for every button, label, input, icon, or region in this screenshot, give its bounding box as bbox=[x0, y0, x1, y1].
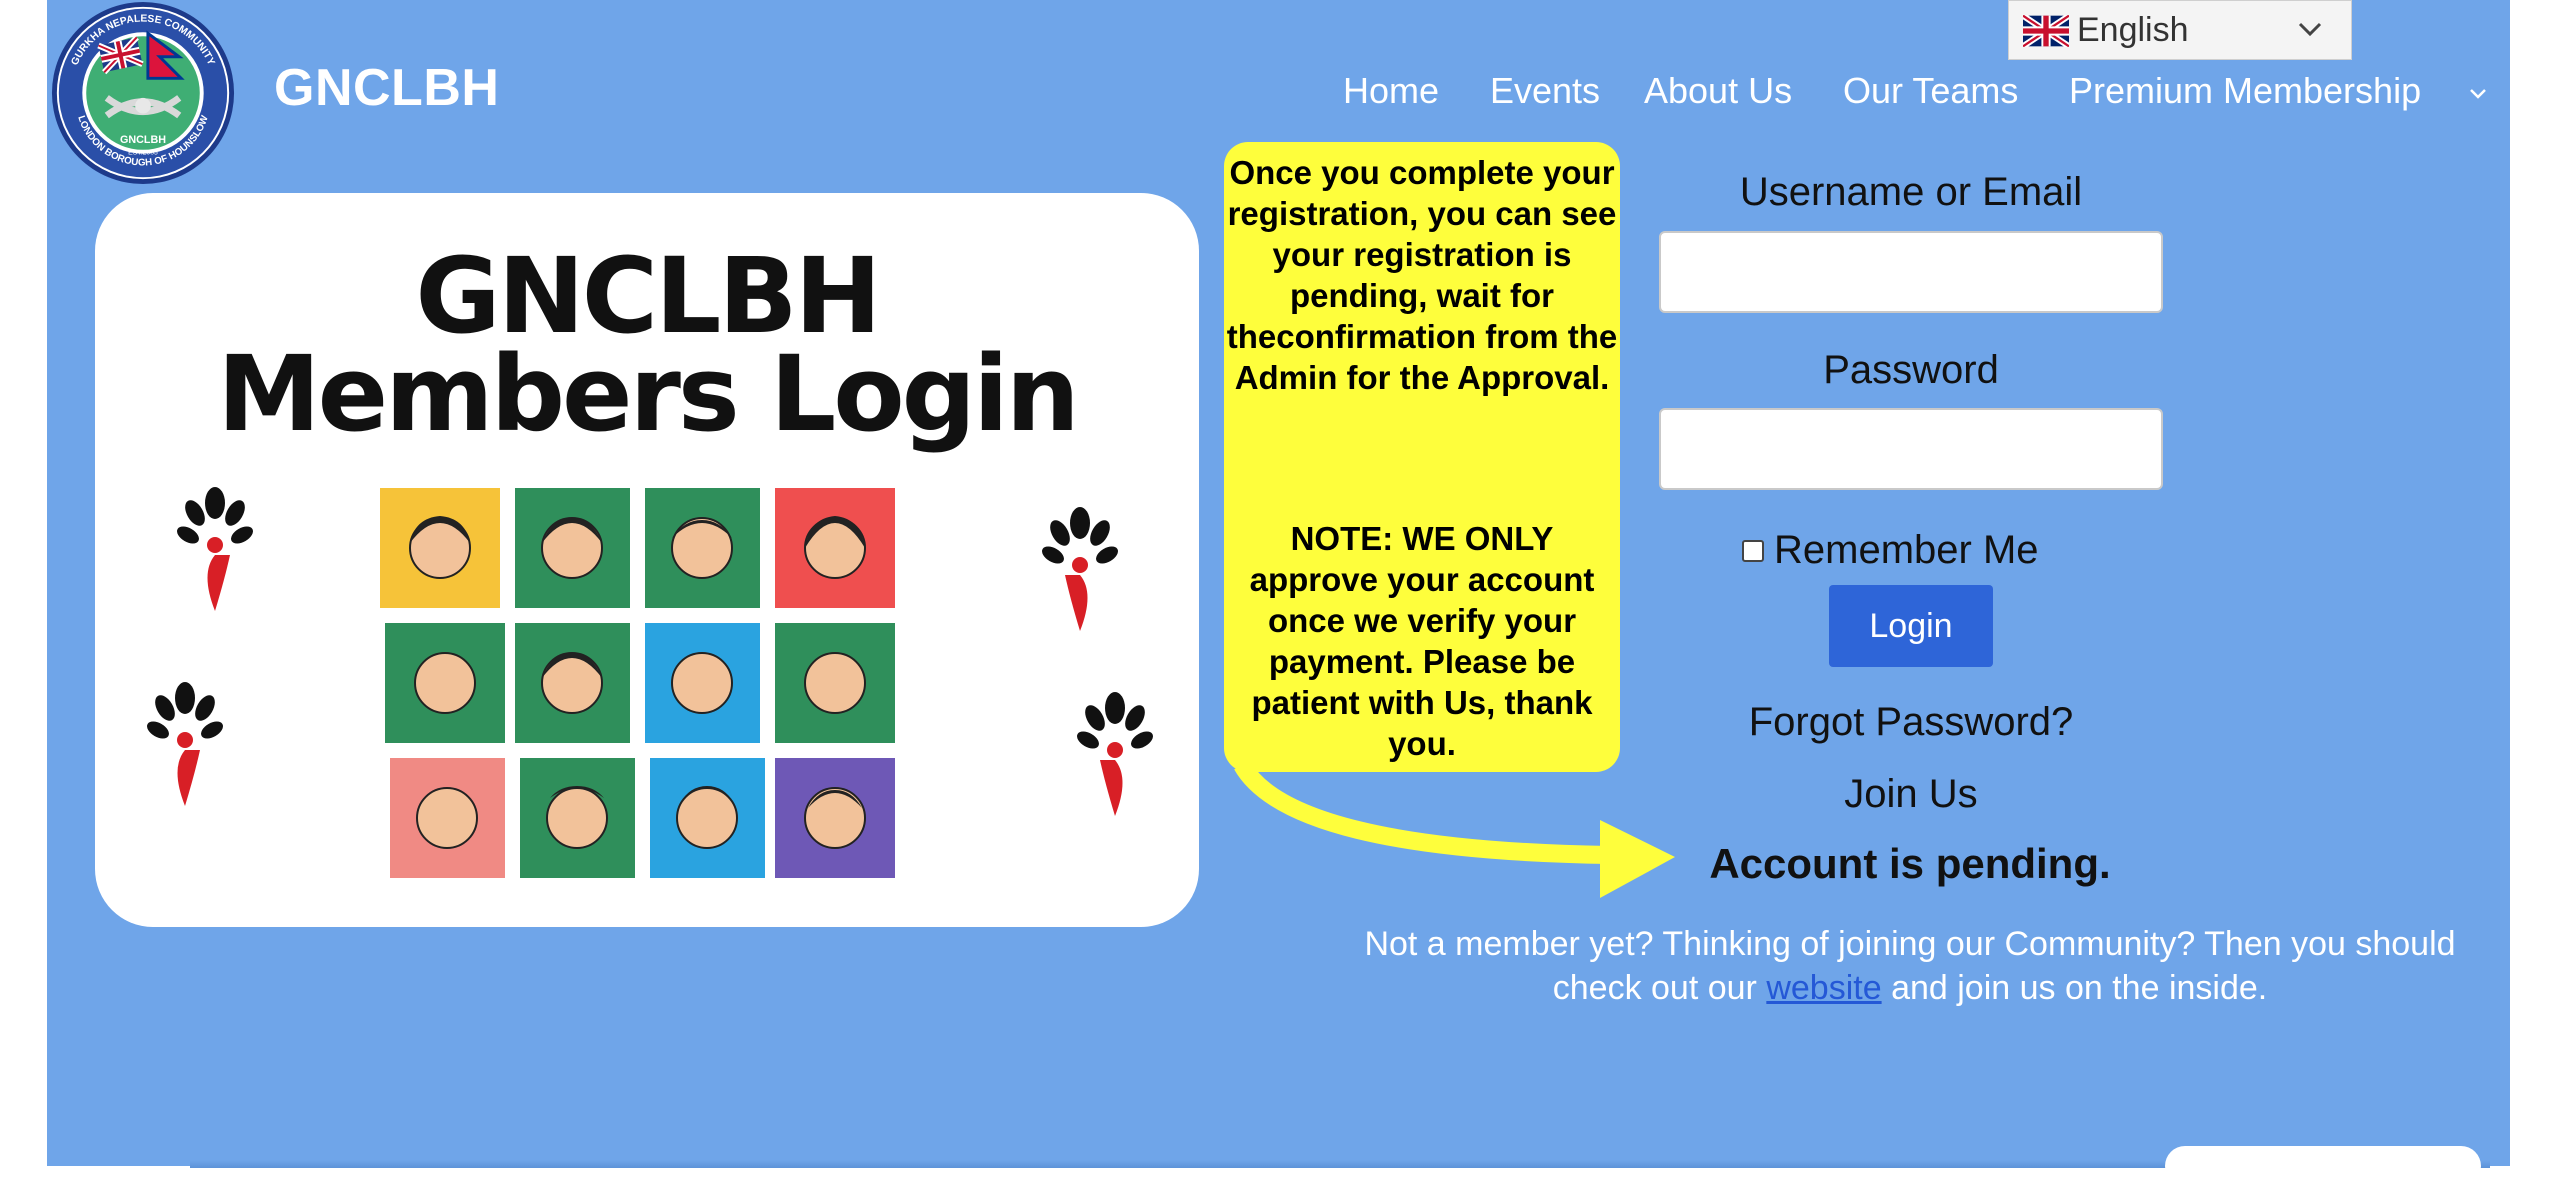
note-paragraph-1: Once you complete your registration, you… bbox=[1226, 154, 1618, 396]
registration-note: Once you complete your registration, you… bbox=[1224, 142, 1620, 772]
promo-text-before: Not a member yet? Thinking of joining ou… bbox=[1364, 925, 2456, 1007]
bottom-widget[interactable] bbox=[2165, 1146, 2481, 1186]
nav-premium-membership[interactable]: Premium Membership bbox=[2069, 70, 2422, 111]
arrow-icon bbox=[1234, 760, 1675, 898]
nav-about-us[interactable]: About Us bbox=[1644, 70, 1793, 111]
tree-figure-icon bbox=[147, 682, 223, 806]
username-input[interactable] bbox=[1659, 231, 2163, 313]
nav-events[interactable]: Events bbox=[1490, 70, 1601, 111]
people-puzzle-illustration bbox=[380, 488, 895, 878]
community-logo[interactable]: GNCLBH EST:2005 GURKHA NEPALESE COMMUNIT… bbox=[48, 0, 238, 186]
chevron-down-icon bbox=[2298, 22, 2322, 37]
remember-me-label[interactable]: Remember Me bbox=[1774, 528, 2039, 572]
members-login-banner: GNCLBH Members Login bbox=[95, 193, 1199, 927]
account-status-message: Account is pending. bbox=[1709, 840, 2111, 887]
nav-home[interactable]: Home bbox=[1343, 70, 1440, 111]
join-us-link[interactable]: Join Us bbox=[1844, 772, 1978, 816]
username-label: Username or Email bbox=[1739, 170, 2083, 214]
logo-center-text: GNCLBH bbox=[120, 134, 166, 146]
bottom-shadow bbox=[190, 1160, 2490, 1168]
logo-est-text: EST:2005 bbox=[128, 150, 158, 157]
uk-flag-icon bbox=[2023, 15, 2069, 47]
tree-figure-icon bbox=[1042, 507, 1118, 631]
website-link[interactable]: website bbox=[1766, 969, 1882, 1007]
language-selector[interactable]: English bbox=[2008, 0, 2352, 60]
login-button[interactable]: Login bbox=[1829, 585, 1993, 667]
premium-chevron-icon[interactable] bbox=[2468, 86, 2488, 100]
remember-me-checkbox[interactable] bbox=[1742, 539, 1764, 562]
forgot-password-link[interactable]: Forgot Password? bbox=[1748, 700, 2074, 744]
banner-title-line2: Members Login bbox=[217, 333, 1080, 455]
tree-figure-icon bbox=[177, 487, 253, 611]
nav-our-teams[interactable]: Our Teams bbox=[1843, 70, 2019, 111]
promo-text-after: and join us on the inside. bbox=[1891, 969, 2268, 1007]
note-paragraph-2: NOTE: WE ONLY approve your account once … bbox=[1249, 520, 1595, 762]
password-label: Password bbox=[1823, 348, 1999, 392]
remember-me: Remember Me bbox=[1742, 528, 2039, 573]
banner-title-line1: GNCLBH bbox=[415, 235, 881, 357]
site-title[interactable]: GNCLBH bbox=[274, 59, 500, 117]
tree-figure-icon bbox=[1077, 692, 1153, 816]
password-input[interactable] bbox=[1659, 408, 2163, 490]
membership-promo-text: Not a member yet? Thinking of joining ou… bbox=[1340, 922, 2480, 1010]
language-label: English bbox=[2077, 11, 2189, 49]
